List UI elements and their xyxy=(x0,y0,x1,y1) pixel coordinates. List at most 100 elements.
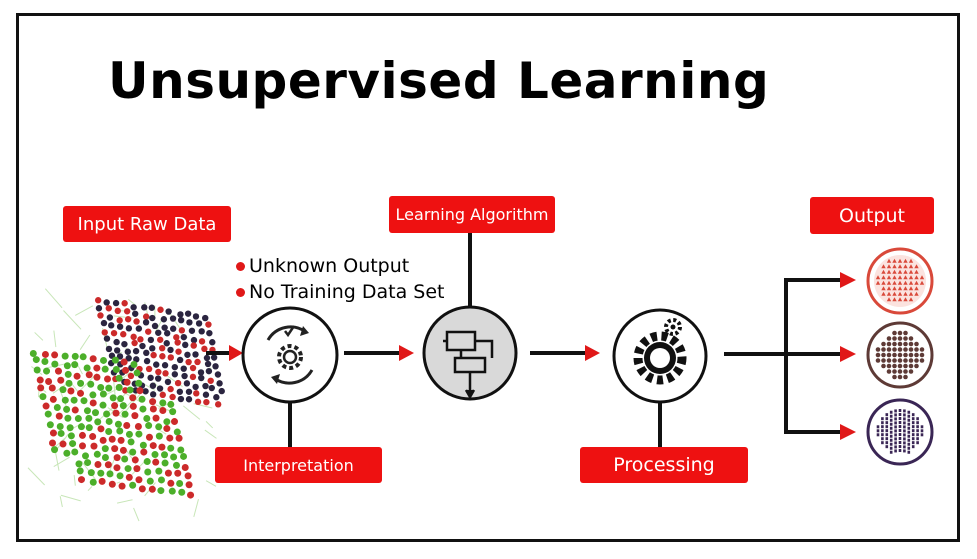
data-point xyxy=(185,388,193,395)
data-point xyxy=(170,453,178,461)
data-point xyxy=(184,351,191,358)
data-point xyxy=(129,402,137,410)
bar-mark xyxy=(907,430,911,434)
dot-mark xyxy=(914,358,919,363)
bullet-dot xyxy=(236,287,245,297)
bar-mark xyxy=(894,425,897,429)
data-point xyxy=(152,414,160,422)
data-point xyxy=(49,439,57,447)
bar-mark xyxy=(898,429,902,432)
bar-mark xyxy=(876,429,880,433)
data-point xyxy=(129,448,137,456)
dot-mark xyxy=(897,336,903,341)
data-point xyxy=(134,423,142,431)
bar-mark xyxy=(920,425,924,429)
data-point xyxy=(77,423,85,431)
data-point xyxy=(89,399,97,407)
bar-mark xyxy=(903,433,906,437)
data-point xyxy=(185,396,193,403)
triangle-mark xyxy=(897,258,903,263)
data-point xyxy=(159,391,166,399)
data-point xyxy=(206,329,213,337)
data-point xyxy=(180,333,188,341)
data-point xyxy=(119,446,127,454)
triangle-mark xyxy=(903,275,908,280)
learning-algorithm-label: Learning Algorithm xyxy=(389,196,555,233)
arrowhead-output-top xyxy=(840,272,856,288)
dot-mark xyxy=(919,358,925,363)
data-point xyxy=(159,353,166,360)
triangle-mark xyxy=(886,258,892,263)
data-point xyxy=(192,351,199,358)
triangle-mark xyxy=(903,269,908,274)
data-point xyxy=(99,401,107,409)
output-cluster-triangles xyxy=(866,247,934,315)
bar-mark xyxy=(894,445,897,449)
data-point xyxy=(65,379,73,387)
data-point xyxy=(177,446,185,454)
data-link xyxy=(182,405,201,420)
data-point xyxy=(112,299,120,307)
bar-mark xyxy=(911,417,915,421)
data-point xyxy=(175,348,182,355)
bar-mark xyxy=(911,413,915,417)
data-point xyxy=(113,464,121,472)
data-point xyxy=(156,385,164,392)
data-link xyxy=(113,379,116,396)
data-point xyxy=(76,467,84,475)
data-point xyxy=(194,398,202,406)
data-point xyxy=(198,338,206,345)
data-point xyxy=(157,336,164,343)
data-link xyxy=(59,496,63,508)
arrowhead-input xyxy=(229,345,243,361)
bar-cluster-icon xyxy=(876,409,924,454)
data-point xyxy=(105,417,113,425)
dot-mark xyxy=(897,341,903,347)
data-link xyxy=(205,420,214,429)
triangle-mark xyxy=(903,258,908,263)
data-link xyxy=(63,310,82,330)
data-point xyxy=(87,380,95,388)
data-point xyxy=(189,373,197,381)
data-point xyxy=(66,424,74,432)
data-point xyxy=(214,401,222,408)
data-point xyxy=(131,339,138,347)
bar-mark xyxy=(889,450,893,454)
data-point xyxy=(133,465,141,473)
triangle-mark xyxy=(886,286,892,291)
data-point xyxy=(152,458,160,466)
data-point xyxy=(151,451,159,459)
data-point xyxy=(139,441,147,449)
bar-mark xyxy=(889,438,893,442)
data-point xyxy=(29,349,37,357)
data-point xyxy=(167,354,174,361)
data-point xyxy=(193,390,200,397)
gear-cycle-icon xyxy=(266,325,314,385)
bar-mark xyxy=(907,442,911,446)
data-point xyxy=(105,305,112,312)
data-point xyxy=(71,361,79,369)
data-point xyxy=(108,480,116,488)
data-point xyxy=(116,353,124,360)
data-link xyxy=(127,298,136,306)
bar-mark xyxy=(907,410,911,414)
data-point xyxy=(198,328,205,335)
dot-mark xyxy=(908,358,914,363)
triangle-mark xyxy=(892,297,897,302)
bar-mark xyxy=(885,433,889,437)
data-link xyxy=(116,481,121,484)
data-point xyxy=(197,369,205,376)
data-point xyxy=(157,306,164,313)
data-point xyxy=(164,378,172,386)
data-point xyxy=(167,385,174,393)
triangle-mark xyxy=(903,286,908,291)
note-item: No Training Data Set xyxy=(236,279,445,305)
learning-algorithm-node xyxy=(422,305,518,401)
data-point xyxy=(146,477,154,485)
bar-mark xyxy=(916,441,919,445)
bar-mark xyxy=(898,433,902,436)
data-point xyxy=(213,394,220,401)
dot-mark xyxy=(903,336,908,341)
dot-mark xyxy=(897,330,903,336)
bar-mark xyxy=(898,449,902,452)
